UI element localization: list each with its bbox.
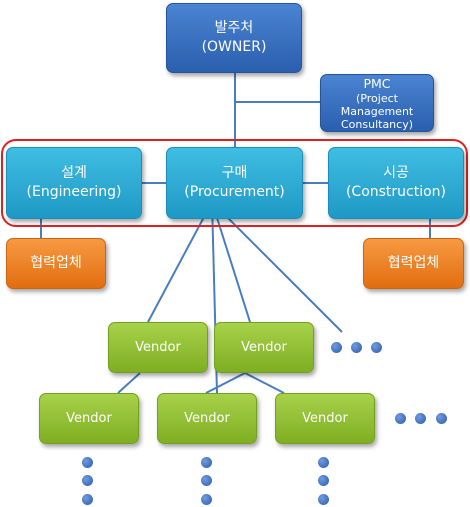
vendor-label: Vendor	[66, 410, 112, 426]
vendor-box-1: Vendor	[108, 322, 208, 373]
highlight-frame	[1, 139, 468, 227]
procurement-subtitle: (Procurement)	[184, 184, 285, 200]
ellipsis-dot	[201, 475, 212, 486]
ellipsis-dot	[371, 342, 382, 353]
partner-left-label: 협력업체	[30, 255, 82, 271]
pmc-line-2: (Project	[356, 91, 398, 105]
partner-box-right: 협력업체	[363, 238, 464, 289]
ellipsis-dot	[436, 413, 447, 424]
construction-subtitle: (Construction)	[345, 184, 447, 200]
ellipsis-dot	[82, 475, 93, 486]
ellipsis-dot	[82, 494, 93, 505]
ellipsis-dot	[82, 457, 93, 468]
ellipsis-dot	[318, 475, 329, 486]
partner-right-label: 협력업체	[387, 255, 440, 271]
vendor-label: Vendor	[184, 410, 230, 426]
ellipsis-dot	[415, 413, 426, 424]
procurement-box: 구매 (Procurement)	[166, 147, 303, 219]
pmc-title: PMC	[363, 75, 391, 91]
ellipsis-dot	[331, 342, 342, 353]
vendor-box-5: Vendor	[275, 393, 375, 444]
ellipsis-dot	[351, 342, 362, 353]
pmc-line-3: Management	[340, 104, 414, 118]
construction-box: 시공 (Construction)	[328, 147, 464, 219]
procurement-title: 구매	[221, 165, 248, 181]
vendor-label: Vendor	[302, 410, 348, 426]
vendor-label: Vendor	[135, 339, 181, 355]
vendor-box-4: Vendor	[157, 393, 257, 444]
pmc-box: PMC (Project Management Consultancy)	[320, 74, 434, 132]
procurement-vendor-line-2	[211, 201, 251, 323]
vendor-to-vendor-line-3	[244, 372, 285, 394]
vendor-to-vendor-line-1	[117, 372, 141, 394]
vendor-to-vendor-line-2	[205, 372, 246, 394]
construction-title: 시공	[383, 165, 409, 181]
partner-box-left: 협력업체	[6, 238, 106, 289]
procurement-vendor-line-3	[211, 201, 343, 333]
owner-subtitle: (OWNER)	[201, 39, 267, 55]
vendor-box-2: Vendor	[214, 322, 314, 373]
engineering-subtitle: (Engineering)	[26, 184, 122, 200]
procurement-vendor-line-1	[147, 201, 213, 323]
ellipsis-dot	[201, 457, 212, 468]
pmc-line-4: Consultancy)	[340, 117, 413, 131]
owner-box: 발주처 (OWNER)	[166, 3, 302, 73]
owner-title: 발주처	[214, 20, 254, 36]
ellipsis-dot	[318, 457, 329, 468]
engineering-box: 설계 (Engineering)	[6, 147, 142, 219]
ellipsis-dot	[201, 494, 212, 505]
ellipsis-dot	[318, 494, 329, 505]
engineering-title: 설계	[61, 165, 87, 181]
vendor-box-3: Vendor	[39, 393, 139, 444]
ellipsis-dot	[395, 413, 406, 424]
vendor-label: Vendor	[241, 339, 287, 355]
